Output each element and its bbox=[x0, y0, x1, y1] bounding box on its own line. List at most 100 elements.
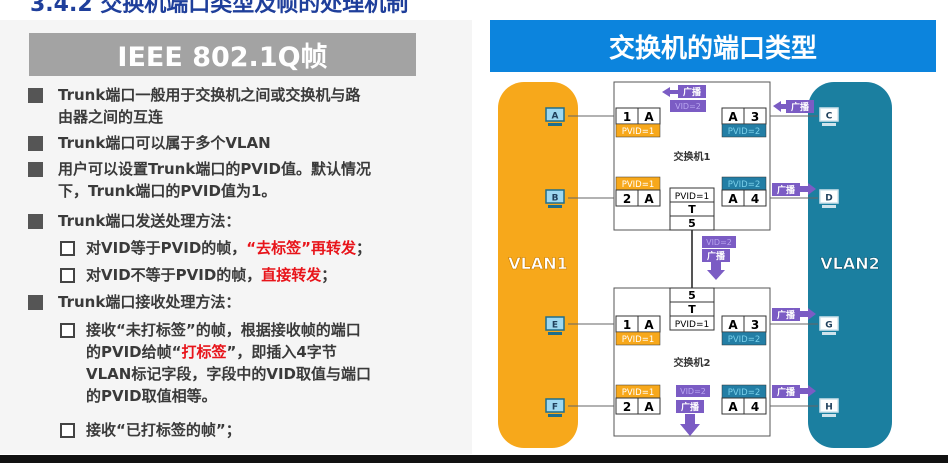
port-type: A bbox=[644, 318, 654, 332]
bullet-square-icon bbox=[28, 88, 43, 103]
broadcast-g: 广播 bbox=[772, 308, 816, 321]
host-a: A bbox=[545, 107, 565, 126]
sw1-port-1: 1 A PVID=1 bbox=[615, 107, 661, 138]
bullet-1: Trunk端口一般用于交换机之间或交换机与路 由器之间的互连 bbox=[28, 84, 360, 128]
broadcast-label: 广播 bbox=[707, 250, 726, 262]
sw2-port-2: PVID=1 2 A bbox=[615, 384, 661, 415]
pvid-label: PVID=2 bbox=[728, 388, 761, 398]
top-title: 3.4.2 交换机端口类型及帧的处理机制 bbox=[30, 0, 409, 17]
host-c: C bbox=[819, 107, 839, 126]
sub-3-line-4: 的PVID取值相等。 bbox=[86, 387, 217, 405]
sw2-port-4: PVID=2 A 4 bbox=[721, 384, 767, 415]
sub-box-icon bbox=[60, 241, 75, 256]
bullet-2-text: Trunk端口可以属于多个VLAN bbox=[58, 134, 271, 152]
sub-2-highlight: 直接转发 bbox=[261, 266, 322, 284]
vid-label: VID=2 bbox=[680, 387, 706, 396]
monitor-icon bbox=[545, 398, 565, 413]
switch-2-label: 交换机2 bbox=[674, 356, 711, 369]
host-e: E bbox=[545, 316, 565, 335]
monitor-icon bbox=[819, 316, 839, 331]
sub-3-highlight: 打标签 bbox=[181, 343, 227, 361]
host-label: E bbox=[552, 321, 558, 331]
vlan2-column bbox=[808, 82, 892, 448]
sub-2-text: 对VID不等于PVID的帧， bbox=[86, 266, 262, 284]
right-header: 交换机的端口类型 bbox=[490, 20, 936, 72]
host-label: B bbox=[552, 194, 559, 204]
pvid-label: PVID=1 bbox=[675, 192, 709, 202]
bullet-3-line-1: 用户可以设置Trunk端口的PVID值。默认情况 bbox=[58, 160, 371, 178]
bullet-3: 用户可以设置Trunk端口的PVID值。默认情况 下，Trunk端口的PVID值… bbox=[28, 158, 371, 202]
switch-1-label: 交换机1 bbox=[674, 150, 711, 163]
port-type-diagram: VLAN1 VLAN2 交换机1 交换机2 1 A PVID=1 A 3 PVI… bbox=[498, 81, 892, 448]
arrow-left-icon bbox=[662, 87, 678, 97]
bullet-4: Trunk端口发送处理方法： bbox=[28, 210, 241, 232]
sub-box-icon bbox=[60, 323, 75, 338]
left-header: IEEE 802.1Q帧 bbox=[29, 33, 416, 76]
bullet-3-line-2: 下，Trunk端口的PVID值为1。 bbox=[58, 182, 277, 200]
sw1-port-5: PVID=1 T 5 bbox=[669, 187, 715, 231]
sw2-port-3: A 3 PVID=2 bbox=[721, 315, 767, 346]
host-label: D bbox=[825, 194, 832, 204]
sub-box-icon bbox=[60, 268, 75, 283]
port-number: 2 bbox=[623, 400, 631, 414]
pvid-label: PVID=2 bbox=[728, 180, 761, 190]
pvid-label: PVID=2 bbox=[728, 127, 761, 137]
sw1-port-2: PVID=1 2 A bbox=[615, 176, 661, 207]
sub-box-icon bbox=[60, 423, 75, 438]
port-number: 5 bbox=[688, 289, 696, 302]
sub-item-1: 对VID等于PVID的帧，“去标签”再转发； bbox=[60, 237, 372, 259]
host-f: F bbox=[545, 398, 565, 417]
broadcast-trunk: VID=2 广播 bbox=[702, 236, 736, 280]
links bbox=[568, 115, 818, 407]
bullet-2: Trunk端口可以属于多个VLAN bbox=[28, 132, 271, 154]
port-number: 4 bbox=[751, 400, 759, 414]
port-number: 3 bbox=[751, 110, 759, 124]
host-label: G bbox=[825, 321, 832, 331]
monitor-icon bbox=[819, 398, 839, 413]
vid-label: VID=2 bbox=[675, 102, 701, 111]
sub-1-highlight: “去标签”再转发 bbox=[246, 239, 356, 257]
broadcast-d: 广播 bbox=[772, 183, 816, 196]
broadcast-h: 广播 bbox=[772, 385, 816, 398]
pvid-label: PVID=1 bbox=[622, 180, 655, 190]
broadcast-label: 广播 bbox=[777, 386, 796, 398]
sub-1-end: ； bbox=[356, 239, 372, 257]
sub-item-3: 接收“未打标签”的帧，根据接收帧的端口 的PVID给帧“打标签”，即插入4字节 … bbox=[60, 319, 371, 407]
monitor-icon bbox=[545, 189, 565, 204]
bullet-4-text: Trunk端口发送处理方法： bbox=[58, 212, 241, 230]
pvid-label: PVID=1 bbox=[622, 127, 655, 137]
broadcast-label: 广播 bbox=[683, 86, 702, 98]
arrow-right-icon bbox=[800, 385, 816, 397]
bullet-1-line-2: 由器之间的互连 bbox=[58, 108, 164, 126]
pvid-label: PVID=2 bbox=[728, 335, 761, 345]
broadcast-sw1-top: 广播 VID=2 bbox=[662, 85, 706, 112]
bottom-bar bbox=[0, 455, 948, 463]
monitor-icon bbox=[819, 189, 839, 204]
monitor-icon bbox=[819, 107, 839, 122]
port-number: 1 bbox=[623, 110, 631, 124]
host-d: D bbox=[819, 189, 839, 208]
host-label: F bbox=[552, 403, 558, 413]
vlan2-label: VLAN2 bbox=[820, 254, 879, 273]
pvid-label: PVID=1 bbox=[675, 320, 709, 330]
host-b: B bbox=[545, 189, 565, 208]
sw2-port-5: 5 T PVID=1 bbox=[669, 287, 715, 331]
bullet-square-icon bbox=[28, 295, 43, 310]
port-number: 5 bbox=[688, 217, 696, 230]
port-type: T bbox=[688, 203, 696, 216]
pvid-label: PVID=1 bbox=[622, 388, 655, 398]
port-type: A bbox=[728, 110, 738, 124]
arrow-left-icon bbox=[773, 101, 786, 112]
host-label: C bbox=[826, 112, 833, 122]
sub-3-line-2a: 的PVID给帧“ bbox=[86, 343, 182, 361]
host-label: H bbox=[825, 403, 833, 413]
sub-3-line-2: 的PVID给帧“打标签”，即插入4字节 bbox=[86, 341, 371, 363]
sw2-port-1: 1 A PVID=1 bbox=[615, 315, 661, 346]
sw1-port-3: A 3 PVID=2 bbox=[721, 107, 767, 138]
port-type: A bbox=[728, 318, 738, 332]
broadcast-sw2-bottom: VID=2 广播 bbox=[676, 385, 710, 436]
port-type: A bbox=[644, 400, 654, 414]
arrow-right-icon bbox=[800, 308, 816, 320]
port-number: 4 bbox=[751, 192, 759, 206]
port-type: T bbox=[688, 303, 696, 316]
